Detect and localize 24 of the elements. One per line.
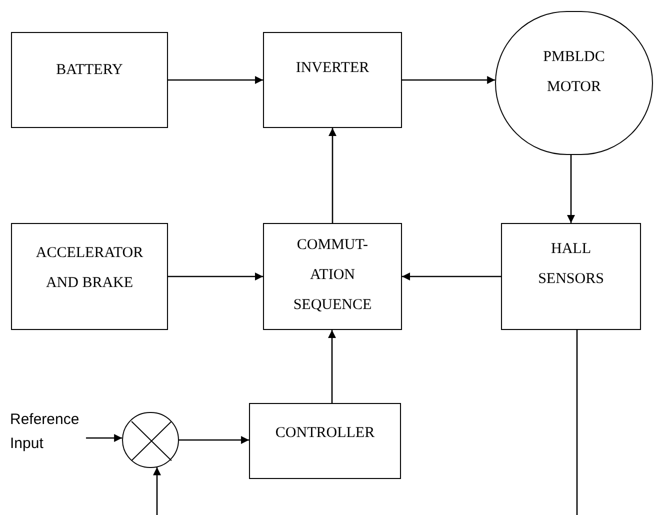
block-label: HALL SENSORS [537,240,605,289]
block-label: COMMUT- ATION SEQUENCE [292,236,373,315]
process-box [263,223,402,330]
block-label: BATTERY [56,61,123,80]
process-box [501,223,641,330]
process-box [249,403,401,479]
arrow [402,76,496,84]
process-box [263,32,402,128]
block-label: PMBLDC MOTOR [542,48,606,97]
arrow [328,128,336,223]
process-box [11,32,168,128]
block-label: ACCELERATOR AND BRAKE [34,244,144,293]
process-box [11,223,168,330]
arrow [168,76,263,84]
input-label: Reference Input [10,410,80,454]
arrow [168,272,263,280]
arrow [153,467,161,515]
arrow [328,330,336,403]
block-label: INVERTER [296,59,370,78]
arrow [567,154,575,223]
arrow [86,434,122,442]
block-label: CONTROLLER [275,424,375,443]
arrow [402,272,501,280]
arrow [179,436,249,444]
